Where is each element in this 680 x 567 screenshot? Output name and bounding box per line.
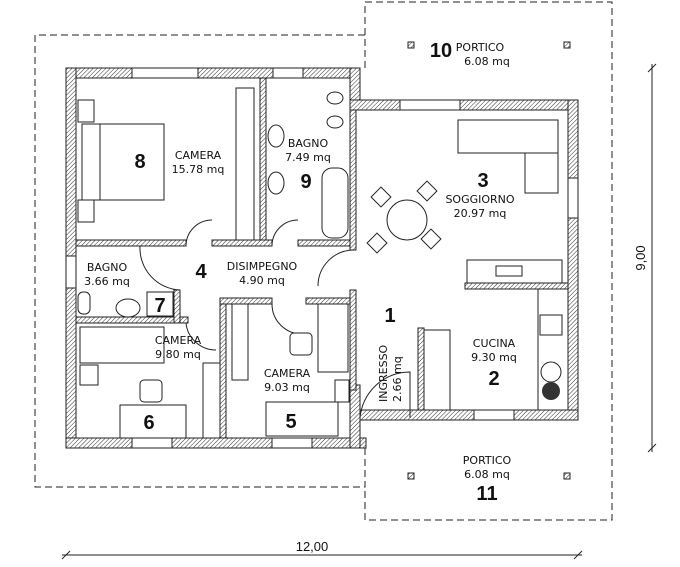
- room-camera-8: 8 CAMERA 15.78 mq: [134, 149, 224, 176]
- room-area: 7.49 mq: [285, 151, 331, 164]
- room-soggiorno: 3 SOGGIORNO 20.97 mq: [445, 170, 514, 220]
- portico-outline: [34, 1, 613, 521]
- room-number: 7: [154, 295, 165, 317]
- room-area: 9.80 mq: [155, 348, 201, 361]
- room-number: 3: [477, 170, 488, 192]
- room-area: 2.66 mq: [391, 356, 404, 402]
- room-area: 9.30 mq: [471, 351, 517, 364]
- room-name: PORTICO: [463, 454, 512, 467]
- room-number: 2: [488, 368, 499, 390]
- room-area: 9.03 mq: [264, 381, 310, 394]
- room-number: 11: [476, 483, 497, 505]
- room-number: 10: [430, 40, 452, 62]
- room-camera-5: CAMERA 9.03 mq 5: [264, 367, 311, 433]
- dimension-width: 12,00: [61, 539, 583, 560]
- room-name: INGRESSO: [377, 344, 390, 402]
- room-cucina: CUCINA 9.30 mq 2: [471, 337, 517, 390]
- room-name: CUCINA: [473, 337, 516, 350]
- room-bagno-9: BAGNO 7.49 mq 9: [285, 137, 331, 193]
- room-bagno-7: BAGNO 3.66 mq 7: [84, 261, 165, 317]
- room-name: CAMERA: [175, 149, 222, 162]
- room-area: 6.08 mq: [464, 468, 510, 481]
- room-portico-11: PORTICO 6.08 mq 11: [463, 454, 512, 505]
- room-portico-10: 10 PORTICO 6.08 mq: [430, 40, 510, 68]
- room-name: BAGNO: [288, 137, 329, 150]
- width-label: 12,00: [296, 539, 329, 554]
- room-area: 4.90 mq: [239, 274, 285, 287]
- room-name: PORTICO: [456, 41, 505, 54]
- doors: [139, 219, 411, 419]
- room-name: CAMERA: [155, 334, 202, 347]
- walls: [65, 67, 579, 449]
- room-number: 5: [285, 411, 296, 433]
- room-area: 20.97 mq: [454, 207, 507, 220]
- room-number: 6: [143, 412, 154, 434]
- room-name: DISIMPEGNO: [227, 260, 298, 273]
- room-area: 15.78 mq: [172, 163, 225, 176]
- depth-label: 9,00: [633, 245, 648, 270]
- room-area: 3.66 mq: [84, 275, 130, 288]
- room-camera-6: CAMERA 9.80 mq 6: [143, 334, 201, 434]
- windows: [65, 67, 579, 449]
- room-name: BAGNO: [87, 261, 128, 274]
- room-area: 6.08 mq: [464, 55, 510, 68]
- room-number: 4: [195, 261, 207, 283]
- room-number: 9: [300, 171, 311, 193]
- room-name: CAMERA: [264, 367, 311, 380]
- room-disimpegno: 4 DISIMPEGNO 4.90 mq: [195, 260, 297, 287]
- dimension-depth: 9,00: [633, 63, 657, 453]
- room-number: 8: [134, 151, 145, 173]
- room-name: SOGGIORNO: [445, 193, 514, 206]
- furniture: [77, 87, 563, 439]
- room-number: 1: [384, 305, 395, 327]
- room-ingresso: 1 INGRESSO 2.66 mq: [377, 305, 404, 402]
